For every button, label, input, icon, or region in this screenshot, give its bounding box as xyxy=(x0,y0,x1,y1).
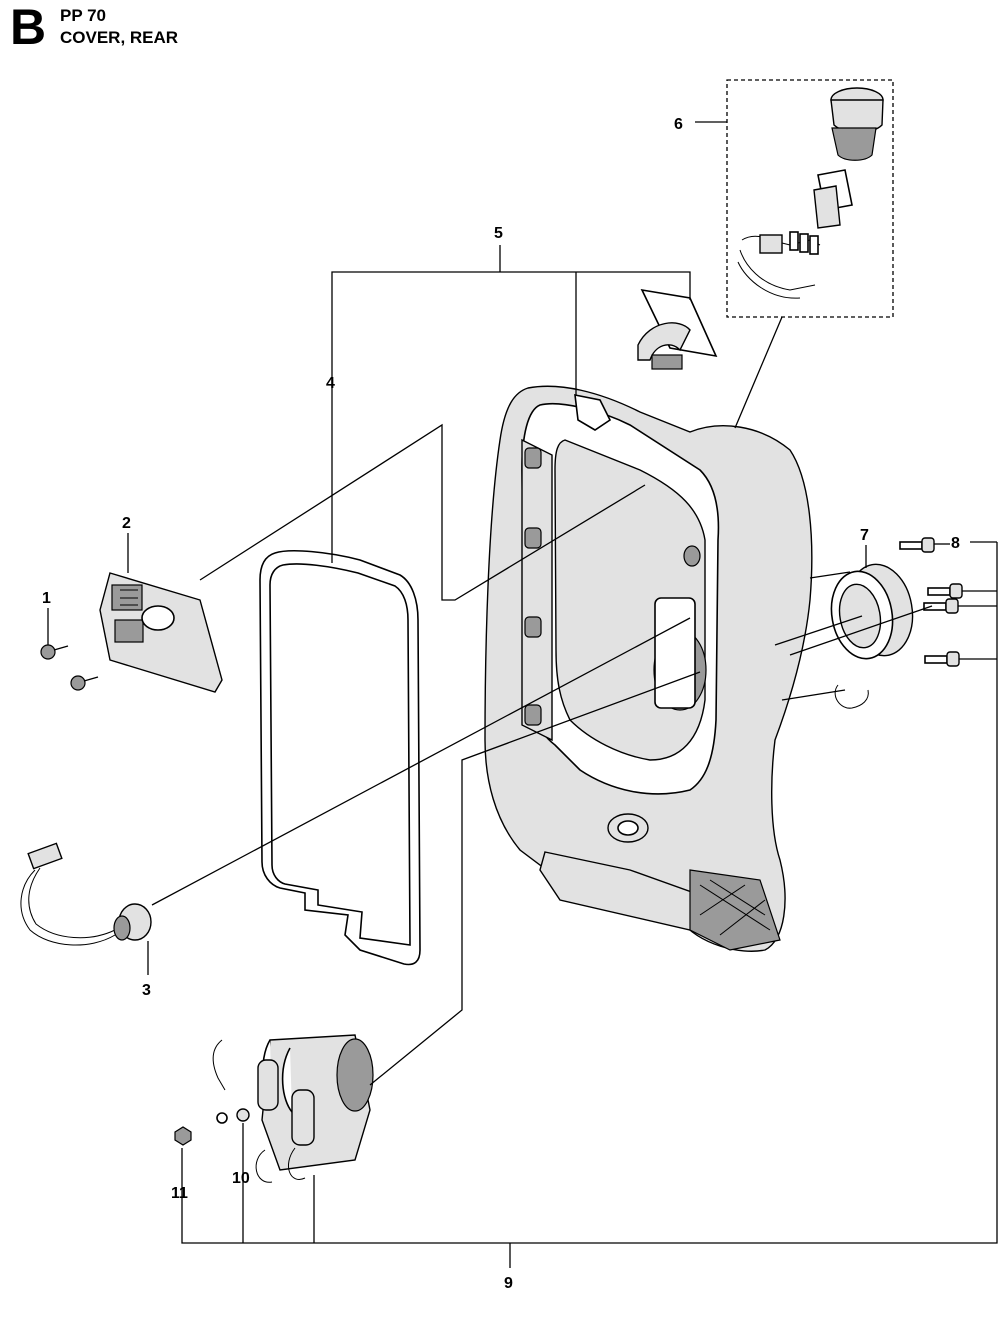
callout-2: 2 xyxy=(122,515,131,532)
callout-5: 5 xyxy=(494,225,503,242)
ring-nut xyxy=(830,563,914,709)
section-letter: B xyxy=(10,0,47,55)
callout-11: 11 xyxy=(171,1185,188,1202)
circuit-board xyxy=(99,572,223,693)
button-assembly xyxy=(726,79,894,318)
callout-10: 10 xyxy=(232,1170,250,1187)
heater-assembly xyxy=(212,1034,374,1183)
screws-part-1 xyxy=(40,644,99,691)
sensor-with-cable xyxy=(20,842,152,946)
callout-labels: 1 2 3 4 5 6 7 8 9 10 11 xyxy=(42,116,960,1292)
callout-6: 6 xyxy=(674,116,683,133)
decal-piece xyxy=(637,288,718,370)
rear-cover-housing xyxy=(484,385,813,952)
callout-9: 9 xyxy=(504,1275,513,1292)
callout-8: 8 xyxy=(951,535,960,552)
callout-4: 4 xyxy=(326,375,335,392)
model-name: PP 70 xyxy=(60,6,107,25)
callout-1: 1 xyxy=(42,590,51,607)
callout-7: 7 xyxy=(860,527,869,544)
page-header: B PP 70 COVER, REAR xyxy=(0,0,300,60)
bolts-part-8 xyxy=(899,537,963,667)
leader-lines xyxy=(47,121,998,1268)
gasket-seal xyxy=(259,549,421,966)
callout-3: 3 xyxy=(142,982,151,999)
diagram-title: COVER, REAR xyxy=(60,28,179,47)
washer-and-nut xyxy=(174,1108,250,1146)
